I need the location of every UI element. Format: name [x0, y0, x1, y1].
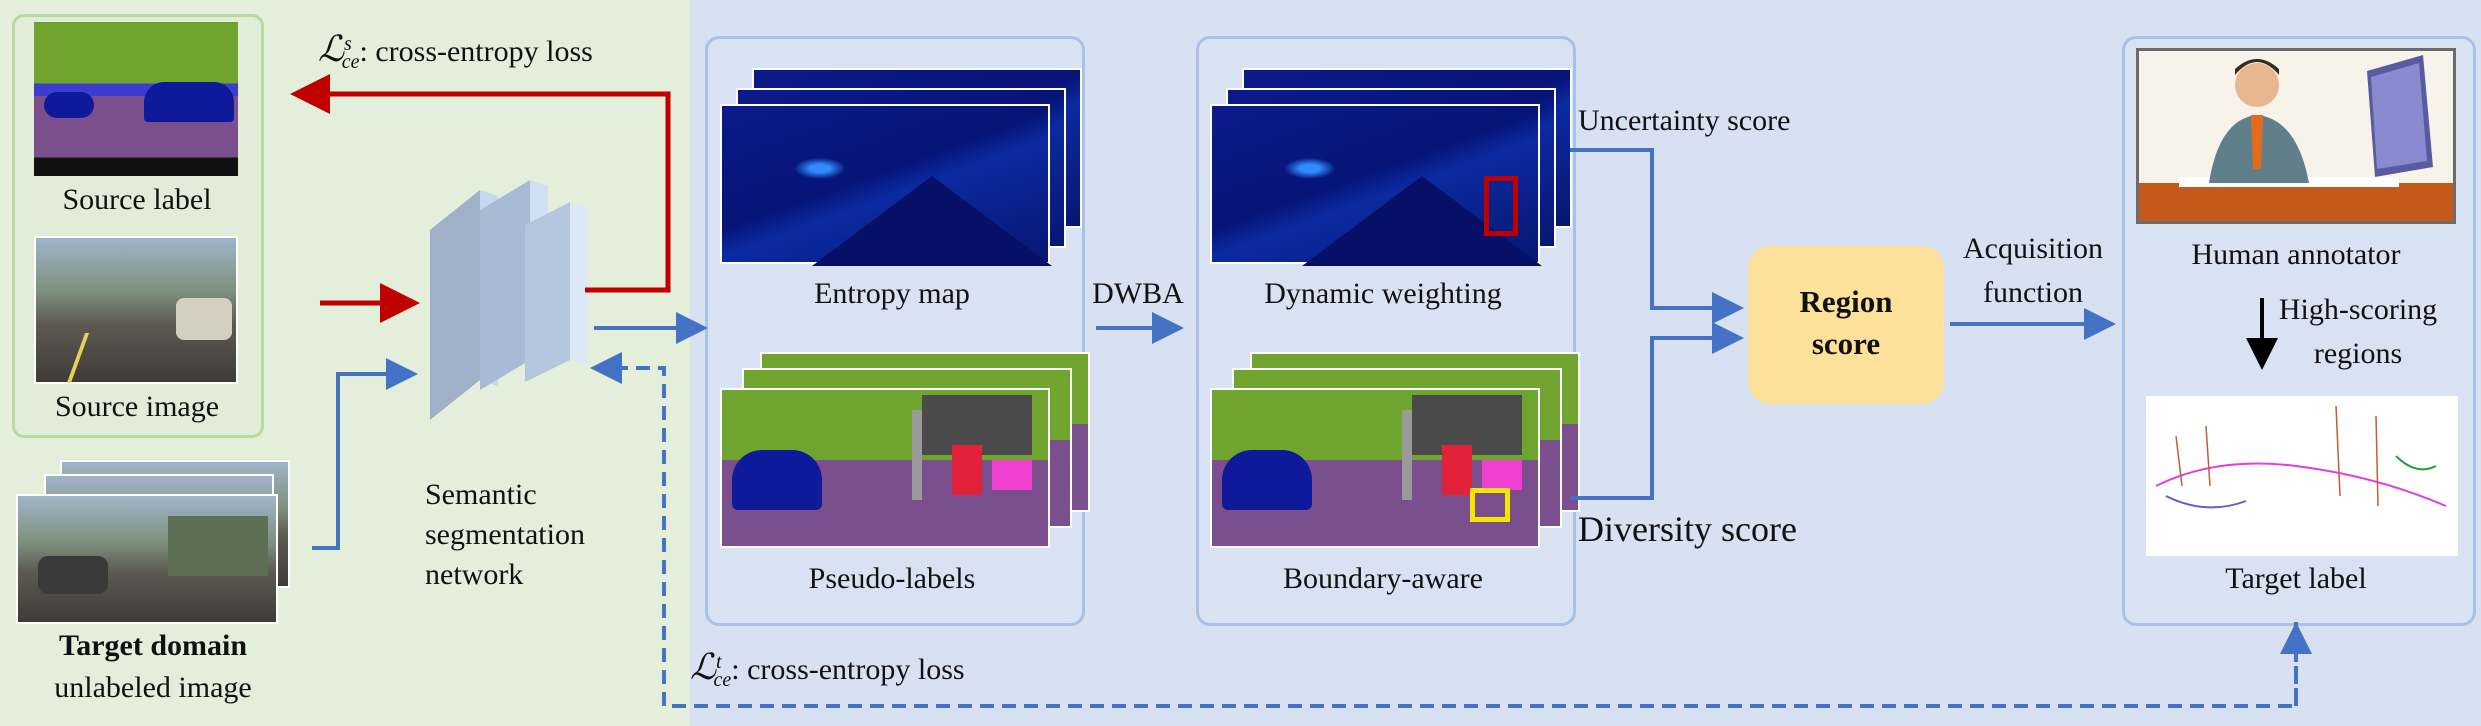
acquisition-label-line2: function — [1983, 276, 2083, 309]
region-score-line1: Region — [1799, 284, 1893, 319]
source-image-caption: Source image — [54, 390, 220, 423]
diversity-score-label: Diversity score — [1578, 509, 1797, 549]
source-image-photo — [34, 236, 238, 384]
dwba-label: DWBA — [1092, 277, 1184, 310]
uncertainty-highlight-box — [1484, 176, 1518, 236]
uncertainty-score-label: Uncertainty score — [1578, 104, 1791, 137]
dynamic-weighting-image — [1210, 104, 1542, 266]
source-loss-arrow — [290, 74, 671, 293]
source-loss-label: ℒsce: cross-entropy loss — [318, 28, 593, 74]
human-annotator-caption: Human annotator — [2191, 238, 2401, 271]
source-loss-sub: ce — [341, 51, 360, 73]
network-label-line1: Semantic — [425, 478, 537, 511]
target-loss-label: ℒtce: cross-entropy loss — [690, 646, 965, 692]
acquisition-label-line1: Acquisition — [1963, 232, 2103, 265]
entropy-map-caption: Entropy map — [814, 277, 970, 310]
human-annotator-illustration — [2136, 48, 2456, 224]
person-at-computer-icon — [2139, 55, 2453, 221]
network-label-line2: segmentation — [425, 518, 585, 551]
unlabeled-image-caption: unlabeled image — [54, 671, 252, 704]
region-score-line2: score — [1811, 326, 1881, 361]
boundary-aware-image — [1210, 388, 1540, 548]
high-scoring-label-line1: High-scoring — [2278, 293, 2438, 326]
target-domain-caption: Target domain — [58, 629, 248, 662]
target-image-front — [16, 494, 278, 624]
source-label-caption: Source label — [62, 183, 212, 216]
target-loss-symbol: ℒ — [690, 647, 716, 687]
source-label-image — [34, 22, 238, 176]
pseudo-labels-caption: Pseudo-labels — [808, 562, 976, 595]
target-label-image — [2146, 396, 2458, 556]
target-loss-arrow — [590, 352, 2298, 708]
target-input-arrow — [312, 358, 418, 550]
target-loss-sup: t — [715, 651, 722, 673]
target-loss-sub: ce — [713, 669, 732, 691]
source-loss-sup: s — [343, 33, 352, 55]
region-score-box: Region score — [1748, 246, 1944, 404]
diversity-arrow — [1570, 322, 1744, 500]
target-loss-text: : cross-entropy loss — [731, 653, 965, 686]
source-loss-symbol: ℒ — [318, 29, 344, 69]
uncertainty-arrow — [1570, 148, 1744, 324]
entropy-map-image — [720, 104, 1052, 266]
network-label-line3: network — [425, 558, 524, 591]
segmentation-network-icon — [430, 180, 588, 420]
source-loss-text: : cross-entropy loss — [359, 35, 593, 68]
diversity-highlight-box — [1470, 488, 1510, 522]
boundary-aware-caption: Boundary-aware — [1283, 562, 1483, 595]
sparse-label-outline-icon — [2155, 405, 2447, 509]
high-scoring-label-line2: regions — [2313, 337, 2403, 370]
dynamic-weighting-caption: Dynamic weighting — [1264, 277, 1502, 310]
pseudo-labels-image — [720, 388, 1050, 548]
target-label-caption: Target label — [2225, 562, 2367, 595]
